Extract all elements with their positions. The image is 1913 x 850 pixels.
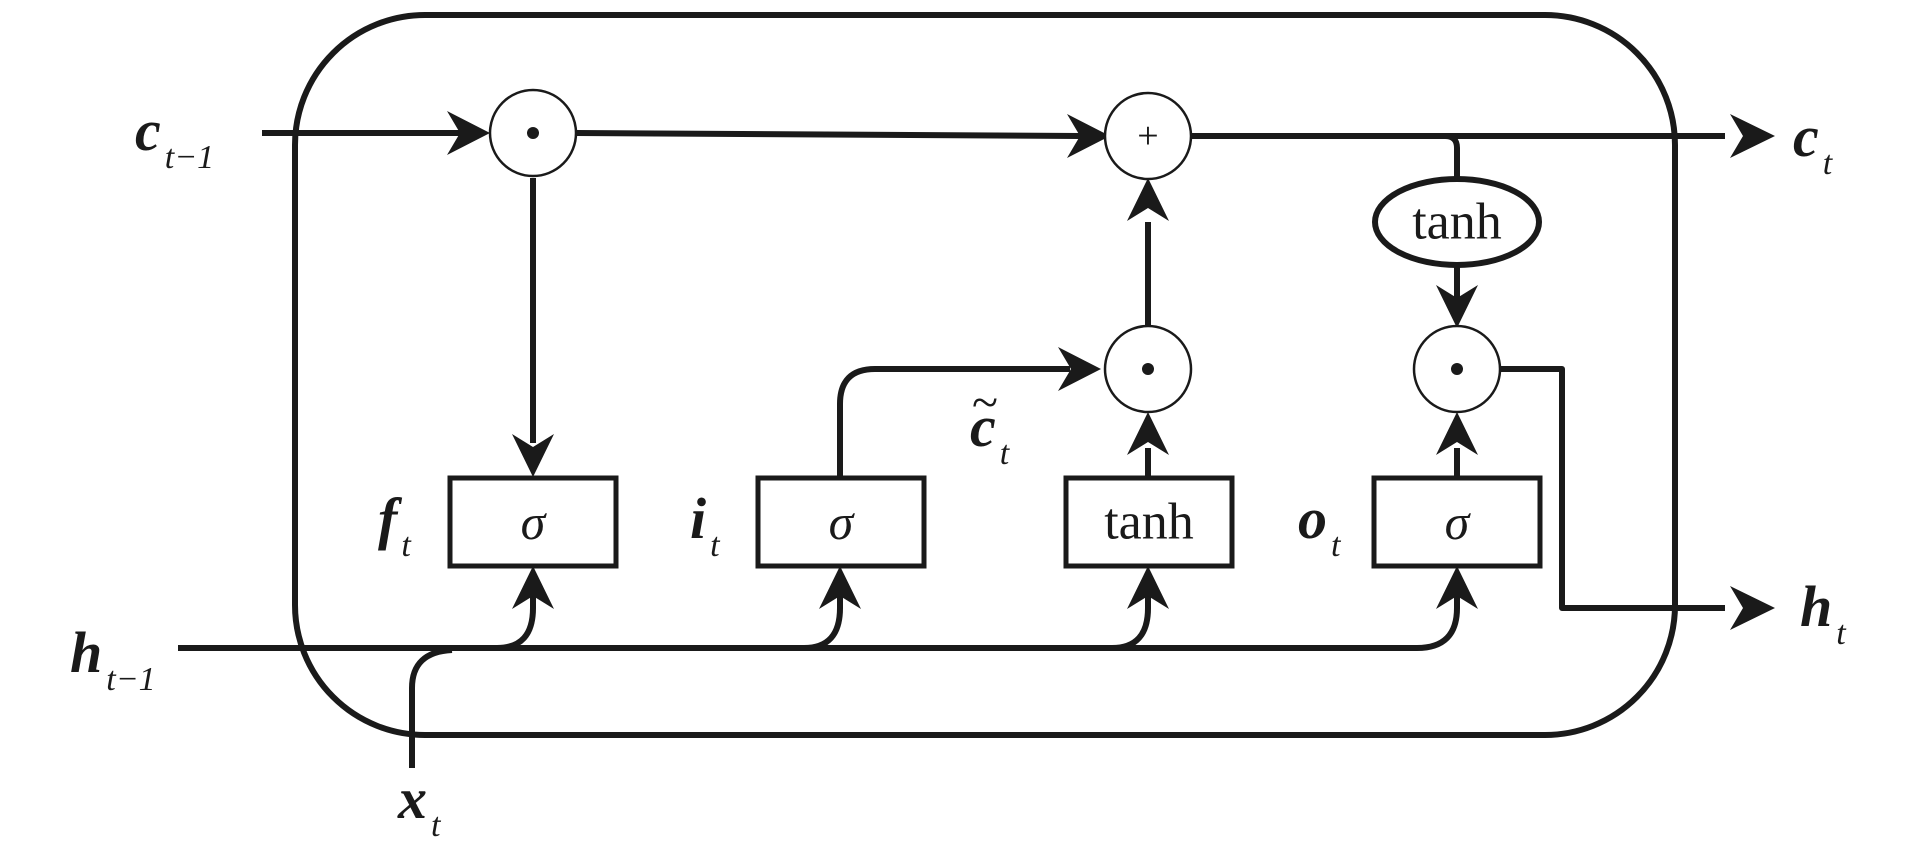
forget-gate-activation: σ [521, 494, 548, 550]
arrowhead [447, 111, 490, 155]
cell-tanh-label: tanh [1412, 194, 1502, 251]
wire-h-to-candidate [1111, 595, 1151, 651]
arrowhead [819, 566, 861, 609]
sum-node: + [1103, 91, 1193, 181]
sum-symbol: + [1137, 115, 1158, 157]
forget-multiply-node [488, 88, 578, 178]
cell-boundary [292, 12, 1678, 738]
arrowhead [1436, 285, 1478, 328]
arrowhead [1127, 412, 1169, 455]
arrowhead [1730, 586, 1775, 630]
candidate-gate-activation: tanh [1104, 494, 1194, 551]
input-gate-box: σ [755, 475, 927, 569]
arrowhead [1730, 114, 1775, 158]
arrowhead [512, 566, 554, 609]
arrowhead [1436, 412, 1478, 455]
svg-text:ct: ct [970, 394, 1011, 472]
wire-h-prev-bus [178, 595, 1460, 651]
wire-input-gate-to-mult [837, 366, 1070, 478]
output-gate-box: σ [1371, 475, 1543, 569]
input-multiply-node [1103, 324, 1193, 414]
arrowhead [1127, 566, 1169, 609]
wire-h-to-input [803, 595, 843, 651]
wire-h-to-forget [496, 595, 536, 651]
candidate-gate-box: tanh [1063, 475, 1235, 569]
wire-cell-state-mid [576, 130, 1081, 139]
wire-branch-to-tanh [1444, 133, 1460, 180]
candidate-tilde: ~ [972, 376, 998, 429]
arrowhead [1067, 114, 1110, 158]
arrowhead [1058, 347, 1101, 391]
arrowhead [1436, 566, 1478, 609]
output-multiply-node [1412, 324, 1502, 414]
output-gate-activation: σ [1445, 494, 1472, 550]
arrowhead [512, 434, 554, 477]
wire-x-in [409, 647, 453, 768]
forget-gate-box: σ [447, 475, 619, 569]
wire-h-out [1500, 366, 1725, 611]
arrowhead [1127, 178, 1169, 221]
cell-tanh-node: tanh [1372, 176, 1542, 268]
input-gate-activation: σ [829, 494, 856, 550]
